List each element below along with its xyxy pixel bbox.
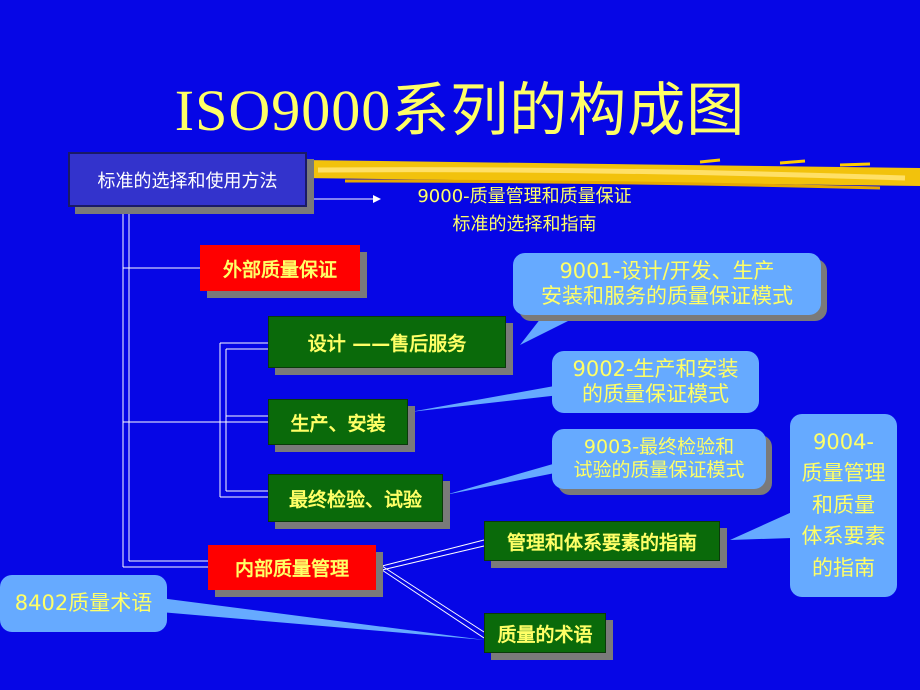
callout-9003-line2: 试验的质量保证模式	[573, 459, 745, 481]
connector-lines	[122, 195, 485, 639]
note-9000: 9000-质量管理和质量保证 标准的选择和指南	[382, 183, 667, 239]
callout-9002: 9002-生产和安装 的质量保证模式	[552, 351, 759, 413]
page-title: ISO9000系列的构成图	[174, 78, 746, 143]
tail-8402	[160, 598, 485, 640]
callout-9001-line2: 安装和服务的质量保证模式	[541, 284, 793, 308]
box-production-label: 生产、安装	[290, 412, 386, 435]
callout-tails	[160, 300, 792, 640]
tail-9002	[410, 385, 560, 412]
box-external-quality-assurance: 外部质量保证	[200, 245, 360, 291]
box-final-inspection-test: 最终检验、试验	[268, 474, 443, 522]
callout-9004-line1: 9004-	[812, 429, 875, 454]
callout-8402-label: 8402质量术语	[14, 590, 153, 615]
highlight-brush-stroke	[300, 158, 920, 190]
callout-9004: 9004- 质量管理 和质量 体系要素 的指南	[790, 414, 897, 597]
box-terms-label: 质量的术语	[497, 623, 593, 646]
callout-9001-line1: 9001-设计/开发、生产	[559, 258, 775, 283]
note-9000-line2: 标准的选择和指南	[452, 213, 597, 235]
box-design-label: 设计 ——售后服务	[307, 332, 467, 355]
tail-9004	[730, 512, 792, 540]
root-box-standard-selection: 标准的选择和使用方法	[68, 152, 307, 207]
callout-9002-line2: 的质量保证模式	[582, 382, 729, 406]
callout-9004-line5: 的指南	[812, 555, 875, 580]
callout-9002-line1: 9002-生产和安装	[572, 356, 739, 381]
box-quality-terms: 质量的术语	[484, 613, 606, 653]
box-inspection-label: 最终检验、试验	[288, 488, 422, 511]
callout-9004-line3: 和质量	[812, 492, 875, 517]
callout-9004-line2: 质量管理	[801, 461, 886, 486]
callout-9003: 9003-最终检验和 试验的质量保证模式	[552, 429, 766, 489]
tail-9003	[445, 462, 560, 495]
box-design-after-sales: 设计 ——售后服务	[268, 316, 506, 368]
box-internal-label: 内部质量管理	[234, 558, 349, 580]
callout-8402: 8402质量术语	[0, 575, 167, 632]
callout-9003-line1: 9003-最终检验和	[583, 436, 735, 459]
callout-9004-line4: 体系要素	[801, 524, 886, 549]
box-internal-quality-management: 内部质量管理	[208, 545, 376, 590]
box-management-system-guide: 管理和体系要素的指南	[484, 521, 720, 561]
box-external-label: 外部质量保证	[222, 258, 337, 281]
note-9000-line1: 9000-质量管理和质量保证	[417, 186, 632, 207]
callout-9001: 9001-设计/开发、生产 安装和服务的质量保证模式	[513, 253, 821, 315]
root-box-label: 标准的选择和使用方法	[97, 170, 278, 192]
box-production-installation: 生产、安装	[268, 399, 408, 445]
box-guide-label: 管理和体系要素的指南	[506, 531, 697, 554]
